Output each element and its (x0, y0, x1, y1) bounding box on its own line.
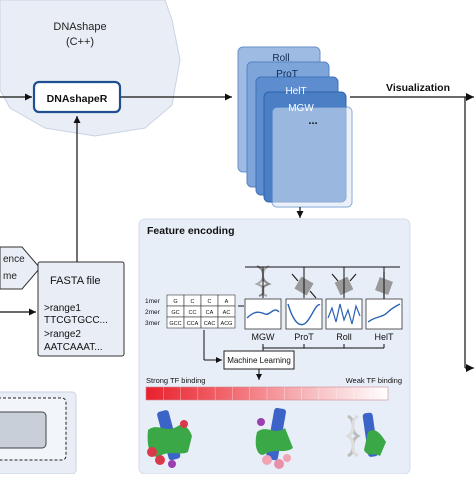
dnashape-label: DNAshape (53, 21, 106, 33)
kmer-cell-text: G (173, 299, 177, 305)
kmer-cell-text: C (191, 299, 195, 305)
plot-label-prot: ProT (294, 332, 314, 342)
kmer-cell-text: AC (223, 310, 231, 316)
plot-label-roll: Roll (336, 332, 352, 342)
kmer-label-2: 2mer (145, 309, 161, 316)
visualization-arrowhead (466, 93, 474, 101)
feature-label-more: ... (308, 115, 317, 127)
plot-roll (325, 298, 363, 330)
feature-label-roll: Roll (272, 53, 289, 64)
visualization-label: Visualization (386, 82, 450, 94)
structure-weak (345, 412, 386, 458)
weak-binding-label: Weak TF binding (346, 376, 402, 385)
plot-roll-line (327, 303, 361, 325)
structure-medium (255, 407, 293, 469)
sequence-diamond (0, 246, 41, 290)
machine-learning-label: Machine Learning (227, 356, 291, 365)
fasta-line-3: >range2 (44, 329, 81, 340)
shape-feature-stack: Roll ProT HelT MGW ... (237, 46, 353, 208)
kmer-cell-text: CC (189, 310, 197, 316)
dnashape-lang: (C++) (66, 36, 94, 48)
kmer-label-1: 1mer (145, 298, 161, 305)
plot-mgw-line (246, 309, 280, 319)
strong-binding-label: Strong TF binding (146, 376, 205, 385)
kmer-cell-text: CAC (204, 321, 216, 327)
partial-label-1: ence (3, 254, 25, 265)
plot-label-mgw: MGW (252, 332, 275, 342)
feature-encoding-title: Feature encoding (147, 225, 235, 237)
plot-helt-line (367, 303, 401, 323)
plot-helt (365, 298, 403, 330)
grey-inner-box (0, 411, 47, 449)
partial-label-2: me (3, 271, 17, 282)
fasta-line-4: AATCAAAT... (44, 342, 103, 353)
dnashaper-label: DNAshapeR (47, 93, 108, 105)
kmer-cell-text: C (208, 299, 212, 305)
structure-strong (147, 410, 192, 468)
dnashaper-box[interactable] (32, 80, 122, 114)
fasta-line-1: >range1 (44, 303, 81, 314)
shape-plots: MGW ProT Roll HelT (244, 298, 403, 342)
kmer-cell (217, 316, 236, 329)
fasta-box (37, 261, 125, 357)
feature-label-helt: HelT (285, 86, 306, 97)
feature-label-mgw: MGW (288, 103, 314, 114)
kmer-cell-text: ACG (221, 321, 233, 327)
plot-prot-line (287, 303, 321, 326)
kmer-label-3: 3mer (145, 320, 161, 327)
fasta-line-2: TTCGTGCC... (44, 315, 108, 326)
kmer-cell-text: CCA (187, 321, 199, 327)
kmer-cell-text: CA (206, 310, 214, 316)
fasta-title: FASTA file (50, 275, 101, 287)
feature-label-prot: ProT (276, 69, 298, 80)
right-arrowhead (466, 364, 474, 372)
kmer-cell-text: GCC (169, 321, 181, 327)
gradient-ticks (163, 387, 371, 400)
kmer-cell-text: A (225, 299, 229, 305)
plot-label-helt: HelT (374, 332, 394, 342)
kmer-cell-text: GC (171, 310, 179, 316)
feature-card-5 (271, 106, 353, 208)
